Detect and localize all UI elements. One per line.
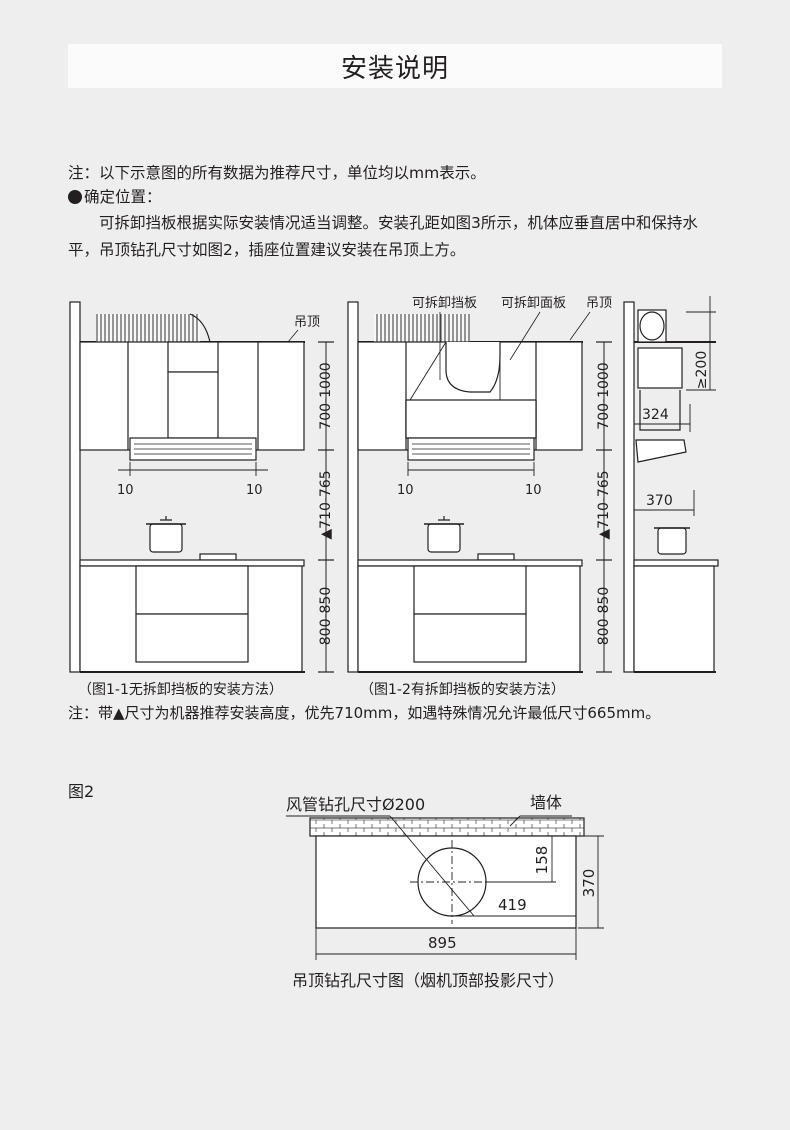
- fig2-caption: 吊顶钻孔尺寸图（烟机顶部投影尺寸）: [292, 971, 564, 990]
- dim-10-left-a: 10: [117, 483, 134, 498]
- caption-1-1: （图1-1无拆卸挡板的安装方法）: [78, 682, 283, 698]
- label-face: 可拆卸面板: [501, 295, 566, 311]
- dim-mid-b: ▲710-765: [596, 470, 612, 539]
- hood-side: [637, 347, 683, 389]
- pot-icon-2: [427, 523, 461, 553]
- removable-panel: [405, 399, 537, 439]
- hood-body: [167, 371, 219, 439]
- hood-canopy-side: [635, 439, 687, 463]
- dim-10-right-a: 10: [246, 483, 263, 498]
- hood-body-2: [445, 342, 501, 393]
- pot-icon: [149, 523, 183, 553]
- figure-2: [286, 815, 604, 960]
- dim-370-side: 370: [646, 493, 673, 509]
- dim-10-right-b: 10: [525, 483, 542, 498]
- side-view: [623, 296, 719, 673]
- stove-burner: [199, 553, 237, 561]
- title-bar: 安装说明: [68, 44, 722, 88]
- note-height: 注：带▲尺寸为机器推荐安装高度，优先710mm，如遇特殊情况允许最低尺寸665m…: [68, 704, 661, 722]
- install-paragraph: 可拆卸挡板根据实际安装情况适当调整。安装孔距如图3所示，机体应垂直居中和保持水平…: [68, 214, 698, 259]
- label-panel: 可拆卸挡板: [412, 295, 477, 311]
- caption-1-2: （图1-2有拆卸挡板的安装方法）: [360, 682, 565, 698]
- figure-1-2: [347, 301, 612, 673]
- dim-324: 324: [642, 407, 669, 423]
- section-heading: 确定位置：: [68, 184, 162, 210]
- wall-left: [69, 301, 81, 673]
- dim-lower-b: 800-850: [596, 587, 612, 646]
- section-heading-text: 确定位置：: [84, 188, 162, 206]
- wall-bricks: [309, 817, 585, 837]
- bullet-icon: [68, 190, 82, 204]
- pipe-label: 风管钻孔尺寸Ø200: [286, 795, 425, 814]
- dim-158: 158: [533, 846, 551, 875]
- wall-label: 墙体: [530, 793, 562, 812]
- label-ceiling-1: 吊顶: [294, 315, 320, 330]
- figure-1-1: [69, 301, 334, 673]
- note-units: 注：以下示意图的所有数据为推荐尺寸，单位均以mm表示。: [68, 164, 486, 182]
- dim-895: 895: [428, 934, 457, 952]
- dim-200: ≥200: [694, 351, 710, 389]
- label-ceiling-2: 吊顶: [586, 296, 612, 311]
- dim-10-left-b: 10: [397, 483, 414, 498]
- duct-section: [637, 309, 667, 343]
- page-title: 安装说明: [340, 53, 449, 84]
- dim-370-fig2: 370: [580, 869, 598, 898]
- fig2-label: 图2: [68, 782, 94, 801]
- flexible-duct: [96, 314, 200, 342]
- dim-mid-a: ▲710-765: [318, 470, 334, 539]
- dim-upper-a: 700-1000: [318, 362, 334, 429]
- dim-419: 419: [498, 896, 527, 914]
- countertop: [79, 559, 305, 567]
- dim-lower-a: 800-850: [318, 587, 334, 646]
- duct-bend: [189, 313, 211, 343]
- dim-upper-b: 700-1000: [596, 362, 612, 429]
